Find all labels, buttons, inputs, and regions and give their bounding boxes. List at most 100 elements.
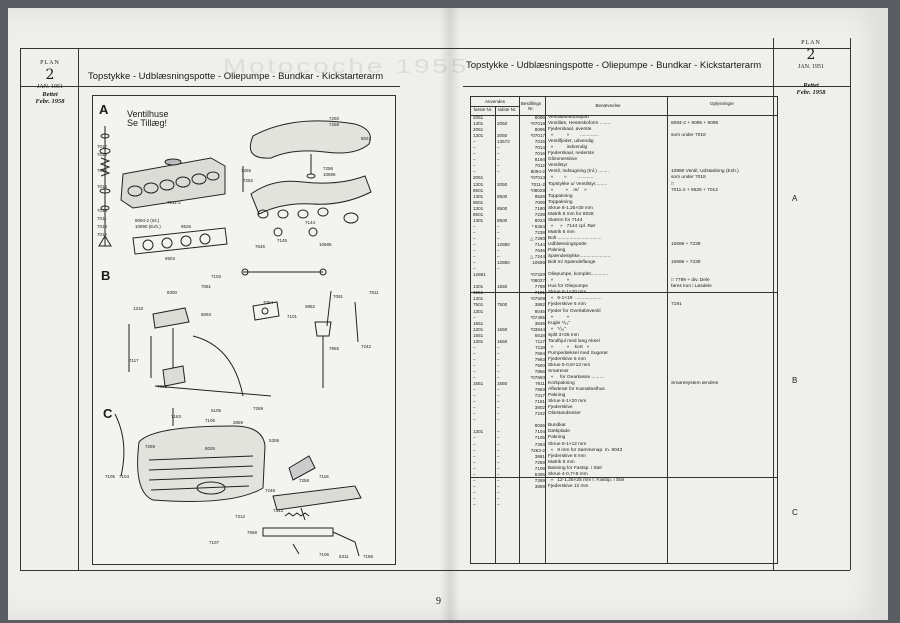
part-label: 5311: [339, 554, 349, 559]
part-label: 3859: [233, 420, 244, 425]
part-label: 8300: [167, 290, 178, 295]
section-c-label: C: [103, 406, 113, 421]
part-label: 7104: [119, 474, 130, 479]
group-separator: [471, 477, 777, 478]
exploded-parts-diagram: A Ventilhuse Se Tillæg! B C: [92, 95, 396, 565]
left-rettet: Rettet Febr. 1958: [35, 91, 65, 106]
part-label: 7061: [201, 284, 212, 289]
part-label: 7259: [145, 444, 156, 449]
bleed-through-text: Motocoche 1955: [222, 56, 470, 78]
part-label: 5306: [269, 438, 280, 443]
part-label: 7106: [319, 552, 330, 557]
group-label-c: C: [792, 508, 798, 517]
order-no-column: 8096 *07018 8095 *07017 7015 7014 7016 8…: [529, 115, 545, 489]
part-label: 7262: [243, 178, 254, 183]
part-label: 7250: [329, 116, 340, 121]
part-label: 7017: [97, 144, 108, 149]
part-label: 7018: [97, 152, 108, 157]
part-label: 7011: [97, 216, 107, 221]
valve-stack-shape: [98, 126, 112, 247]
part-label: 7186: [363, 554, 374, 559]
part-label: 7101: [287, 314, 298, 319]
part-label: 10696: [323, 172, 336, 177]
part-label: 7117: [129, 358, 139, 363]
table-header: Anvendes første Nr. sidste Nr. Bestillin…: [471, 97, 777, 116]
part-label: 7258: [299, 478, 310, 483]
part-label: 7645: [255, 244, 266, 249]
frame-bottom: [20, 570, 850, 571]
part-label: 7313: [273, 508, 284, 513]
group-label-a: A: [792, 194, 798, 203]
oil-pan-shape: [114, 408, 266, 502]
part-label: 7105: [105, 474, 116, 479]
section-a-label: A: [99, 102, 109, 117]
part-label: 7145: [277, 238, 288, 243]
exhaust-manifold-shape: [250, 175, 372, 237]
part-label: 7511: [369, 290, 379, 295]
exhaust-cover-shape: [249, 120, 371, 179]
part-label: 7103: [211, 274, 222, 279]
right-header-rule: [463, 86, 850, 87]
part-label: 7013: [97, 208, 108, 213]
left-margin-rule: [78, 48, 79, 570]
section-b-label: B: [101, 268, 111, 283]
part-label: 8022: [361, 136, 372, 141]
part-label: 7106: [205, 418, 216, 423]
part-label: 7242: [361, 344, 372, 349]
part-label: 7012: [97, 232, 108, 237]
part-label: 10890 (Exh.): [135, 224, 161, 229]
book-spread: Motocoche 1955 PLAN 2 JAN. 1951 Rettet F…: [8, 8, 888, 620]
part-label: 7054: [263, 300, 274, 305]
kickstarter-arm-shape: [262, 455, 362, 557]
first-no-column: 2051 1301 2051 1301 – – – – – – 2051 130…: [473, 115, 486, 507]
frame-left: [20, 48, 21, 570]
part-label: 7248: [265, 488, 276, 493]
page-number: 9: [436, 596, 441, 607]
part-label: 8093: [201, 312, 212, 317]
part-label: 5105: [211, 408, 222, 413]
part-label: 7144: [305, 220, 316, 225]
head-gasket-shape: [132, 227, 228, 255]
left-plan-box: PLAN 2 JAN. 1951: [22, 60, 79, 92]
group-separator: [471, 292, 777, 293]
part-label: 7258: [329, 122, 340, 127]
last-no-column: 2050 2050 13572 – – – – – 2050 8500 8500…: [497, 121, 510, 507]
left-header-rule: [20, 86, 400, 87]
part-label: 9526: [181, 224, 192, 229]
part-label: 7569: [247, 530, 258, 535]
part-label: 3862: [305, 304, 316, 309]
part-label: 7118: [319, 474, 329, 479]
page-fold: [440, 8, 460, 620]
part-label: 7865: [329, 346, 340, 351]
frame-right: [850, 38, 851, 570]
part-label: 7091: [333, 294, 344, 299]
part-label: 7016: [97, 168, 108, 173]
parts-list-table: Anvendes første Nr. sidste Nr. Bestillin…: [470, 96, 778, 564]
part-label: 7015: [97, 184, 108, 189]
right-rettet: Rettet Febr. 1958: [796, 82, 826, 97]
right-plan-box: PLAN 2 JAN. 1951: [797, 40, 824, 70]
part-label: 7014: [97, 224, 108, 229]
group-label-b: B: [792, 376, 798, 385]
frame-top: [20, 48, 850, 49]
part-label: 7312: [235, 514, 246, 519]
right-margin-rule: [773, 38, 774, 570]
part-label: 7107: [209, 540, 220, 545]
cylinder-head-shape: [120, 157, 226, 209]
info-column: 8094-2 + 8095 + 8096 som under 7018 1089…: [671, 121, 739, 387]
part-label: 1318: [133, 306, 144, 311]
description-column: Ventilløseanbolpart Ventilløs, Hestesko­…: [548, 115, 625, 489]
part-label: 7256: [323, 166, 334, 171]
left-page-title: Topstykke - Udblæsningspotte - Oliepumpe…: [88, 71, 384, 82]
part-label: 7163: [171, 414, 182, 419]
part-label: 10686: [319, 242, 332, 247]
part-label: 7011-2: [167, 200, 181, 205]
ventilhuse-note: Ventilhuse Se Tillæg!: [127, 109, 169, 129]
part-label: 8026: [205, 446, 216, 451]
part-label: 8503: [165, 256, 176, 261]
part-label: 7081: [157, 384, 168, 389]
part-label: 7255: [241, 168, 252, 173]
part-label: 8094-2 (Inl.): [135, 218, 160, 223]
oil-pump-shape: [128, 268, 359, 397]
parts-drawing: [98, 120, 372, 557]
